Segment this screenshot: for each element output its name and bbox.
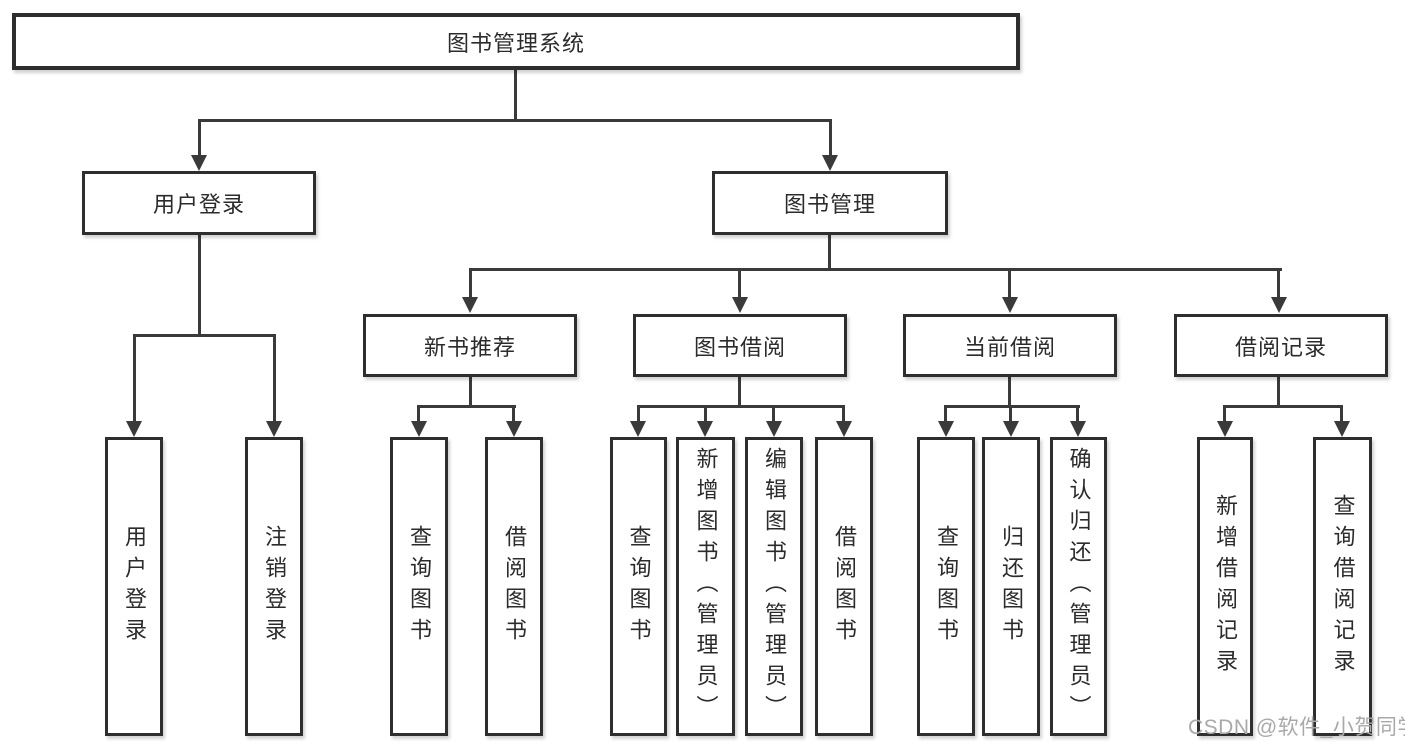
borrow-records-hbar [1223, 405, 1343, 408]
user-login-arrow-stem-1 [133, 334, 136, 422]
arrow-down-icon [411, 421, 427, 437]
root-arrow-stem-right [829, 119, 832, 156]
leaf-logout: 注销登录 [245, 437, 303, 736]
leaf-label: 确认归还（管理员） [1066, 447, 1092, 726]
leaf-query-books-3: 查询图书 [917, 437, 975, 736]
leaf-label: 编辑图书（管理员） [762, 447, 787, 726]
borrow-records-arrow-stem-1 [1223, 405, 1226, 422]
current-borrow-arrow-stem-1 [944, 405, 947, 422]
root-hbar [198, 119, 832, 122]
root-arrow-stem-left [198, 119, 201, 156]
node-library-system: 图书管理系统 [12, 13, 1020, 70]
arrow-down-icon [836, 421, 852, 437]
new-book-stem [469, 377, 472, 408]
node-borrow-records: 借阅记录 [1174, 314, 1388, 377]
node-label: 新书推荐 [423, 334, 516, 360]
book-mgmt-arrow-stem-3 [1008, 268, 1011, 298]
new-book-arrow-stem-2 [512, 405, 515, 422]
leaf-borrow-books-1: 借阅图书 [485, 437, 543, 736]
leaf-label: 注销登录 [262, 524, 287, 649]
arrow-down-icon [1217, 421, 1233, 437]
borrow-records-arrow-stem-2 [1340, 405, 1343, 422]
leaf-confirm-return-admin: 确认归还（管理员） [1050, 437, 1107, 736]
user-login-stem [198, 235, 201, 337]
leaf-label: 查询图书 [407, 524, 432, 649]
current-borrow-arrow-stem-2 [1009, 405, 1012, 422]
leaf-return-books: 归还图书 [982, 437, 1040, 736]
leaf-user-login: 用户登录 [105, 437, 163, 736]
leaf-label: 归还图书 [999, 524, 1024, 649]
leaf-label: 借阅图书 [502, 524, 527, 649]
node-label: 借阅记录 [1234, 334, 1327, 360]
leaf-label: 新增图书（管理员） [693, 447, 719, 726]
arrow-down-icon [506, 421, 522, 437]
arrow-down-icon [1070, 421, 1086, 437]
leaf-query-books-2: 查询图书 [610, 437, 667, 736]
leaf-label: 查询图书 [934, 524, 959, 649]
book-mgmt-stem [828, 235, 831, 271]
new-book-arrow-stem-1 [417, 405, 420, 422]
root-stem [514, 70, 517, 121]
leaf-label: 查询图书 [626, 524, 652, 649]
node-label: 图书借阅 [693, 334, 786, 360]
book-borrow-arrow-stem-1 [637, 405, 640, 422]
arrow-down-icon [1002, 297, 1018, 313]
leaf-label: 新增借阅记录 [1213, 493, 1238, 680]
node-label: 图书管理 [783, 192, 876, 217]
current-borrow-stem [1008, 377, 1011, 408]
node-label: 图书管理系统 [446, 30, 585, 56]
arrow-down-icon [822, 155, 838, 171]
arrow-down-icon [697, 421, 713, 437]
arrow-down-icon [1271, 297, 1287, 313]
node-new-book-recommend: 新书推荐 [363, 314, 577, 377]
node-label: 用户登录 [152, 192, 245, 217]
leaf-label: 用户登录 [122, 524, 147, 649]
book-borrow-arrow-stem-2 [704, 405, 707, 422]
node-book-borrow: 图书借阅 [633, 314, 847, 377]
new-book-hbar [417, 405, 516, 408]
arrow-down-icon [1003, 421, 1019, 437]
arrow-down-icon [462, 297, 478, 313]
leaf-query-borrow-record: 查询借阅记录 [1313, 437, 1372, 736]
arrow-down-icon [126, 421, 142, 437]
arrow-down-icon [266, 421, 282, 437]
arrow-down-icon [938, 421, 954, 437]
book-borrow-arrow-stem-3 [772, 405, 775, 422]
node-user-login: 用户登录 [82, 171, 316, 235]
book-mgmt-arrow-stem-4 [1277, 268, 1280, 298]
current-borrow-hbar [944, 405, 1080, 408]
arrow-down-icon [1334, 421, 1350, 437]
book-borrow-stem [738, 377, 741, 408]
leaf-edit-books-admin: 编辑图书（管理员） [745, 437, 803, 736]
arrow-down-icon [630, 421, 646, 437]
book-mgmt-arrow-stem-2 [738, 268, 741, 298]
borrow-records-stem [1277, 377, 1280, 408]
leaf-query-books-1: 查询图书 [390, 437, 448, 736]
user-login-arrow-stem-2 [273, 334, 276, 422]
leaf-label: 借阅图书 [832, 524, 857, 649]
current-borrow-arrow-stem-3 [1076, 405, 1079, 422]
csdn-watermark: CSDN @软件_小贺同学 [1188, 716, 1405, 739]
user-login-hbar [133, 334, 276, 337]
arrow-down-icon [732, 297, 748, 313]
leaf-add-books-admin: 新增图书（管理员） [676, 437, 735, 736]
book-borrow-hbar [637, 405, 845, 408]
book-mgmt-arrow-stem-1 [469, 268, 472, 298]
leaf-label: 查询借阅记录 [1330, 493, 1356, 680]
book-mgmt-hbar [469, 268, 1282, 271]
arrow-down-icon [766, 421, 782, 437]
arrow-down-icon [191, 155, 207, 171]
node-book-management: 图书管理 [712, 171, 948, 235]
leaf-add-borrow-record: 新增借阅记录 [1197, 437, 1253, 736]
leaf-borrow-books-2: 借阅图书 [815, 437, 873, 736]
node-label: 当前借阅 [963, 334, 1056, 360]
node-current-borrow: 当前借阅 [903, 314, 1117, 377]
book-borrow-arrow-stem-4 [842, 405, 845, 422]
